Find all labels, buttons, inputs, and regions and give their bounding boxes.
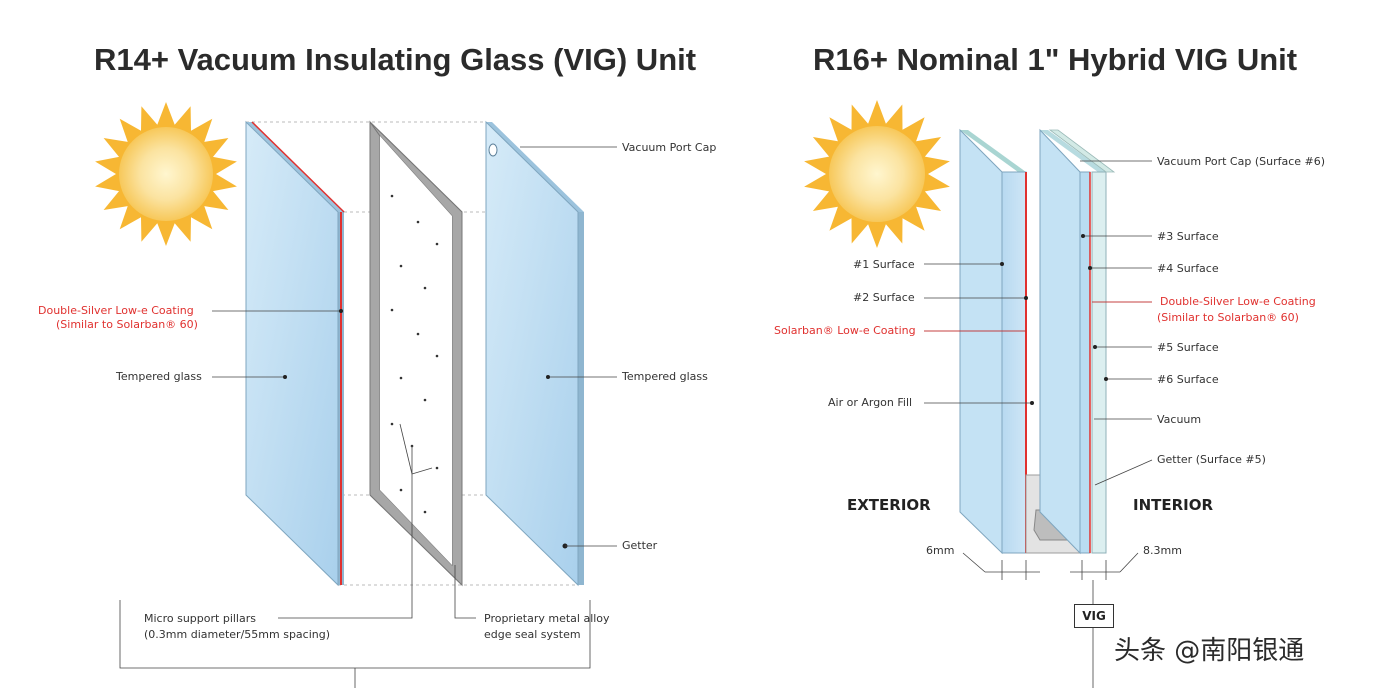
label-getter: Getter xyxy=(622,539,658,552)
label-air-argon-fill: Air or Argon Fill xyxy=(828,396,913,409)
left-leader-lines xyxy=(119,146,617,688)
left-tempered-glass-pane xyxy=(245,120,345,587)
right-coating-leaders xyxy=(924,301,1152,332)
watermark: 头条 @南阳银通 xyxy=(1114,636,1305,666)
label-solarban-coating: Solarban® Low-e Coating xyxy=(774,324,916,337)
label-vacuum-port-cap-s6: Vacuum Port Cap (Surface #6) xyxy=(1157,155,1326,168)
edge-seal-frame xyxy=(369,120,463,587)
label-edge-seal-system: edge seal system xyxy=(484,628,581,641)
title-right: R16+ Nominal 1" Hybrid VIG Unit xyxy=(813,42,1298,77)
label-vacuum-port-cap: Vacuum Port Cap xyxy=(622,141,717,154)
label-surface-1: #1 Surface xyxy=(853,258,915,271)
label-tempered-glass-right: Tempered glass xyxy=(622,370,708,383)
label-pillar-spec: (0.3mm diameter/55mm spacing) xyxy=(144,628,331,641)
left-leader-dots xyxy=(283,309,550,379)
micro-support-pillars xyxy=(390,194,439,514)
label-vacuum: Vacuum xyxy=(1157,413,1202,426)
label-surface-4: #4 Surface xyxy=(1157,262,1219,275)
sun-icon-left xyxy=(95,102,237,246)
hybrid-vig-cross-section xyxy=(959,128,1116,555)
title-left: R14+ Vacuum Insulating Glass (VIG) Unit xyxy=(94,42,697,77)
label-surface-3: #3 Surface xyxy=(1157,230,1219,243)
label-surface-5: #5 Surface xyxy=(1157,341,1219,354)
right-leader-dots xyxy=(1000,234,1108,405)
label-interior: INTERIOR xyxy=(1133,496,1214,514)
label-micro-support-pillars: Micro support pillars xyxy=(144,612,256,625)
label-exterior: EXTERIOR xyxy=(847,496,931,514)
label-edge-seal: Proprietary metal alloy xyxy=(484,612,610,625)
label-dim-8-3mm: 8.3mm xyxy=(1143,544,1182,557)
label-double-silver-coating: Double-Silver Low-e Coating xyxy=(38,304,194,317)
sun-icon-right xyxy=(804,100,950,248)
label-right-coating-note: (Similar to Solarban® 60) xyxy=(1157,311,1299,324)
label-getter-s5: Getter (Surface #5) xyxy=(1157,453,1266,466)
right-tempered-glass-pane xyxy=(485,120,584,587)
label-double-silver-coating-note: (Similar to Solarban® 60) xyxy=(56,318,198,331)
right-leader-lines xyxy=(924,160,1153,688)
label-vig: VIG xyxy=(1074,604,1114,628)
label-surface-2: #2 Surface xyxy=(853,291,915,304)
label-right-coating: Double-Silver Low-e Coating xyxy=(1160,295,1316,308)
label-surface-6: #6 Surface xyxy=(1157,373,1219,386)
label-dim-6mm: 6mm xyxy=(926,544,955,557)
label-tempered-glass-left: Tempered glass xyxy=(116,370,202,383)
